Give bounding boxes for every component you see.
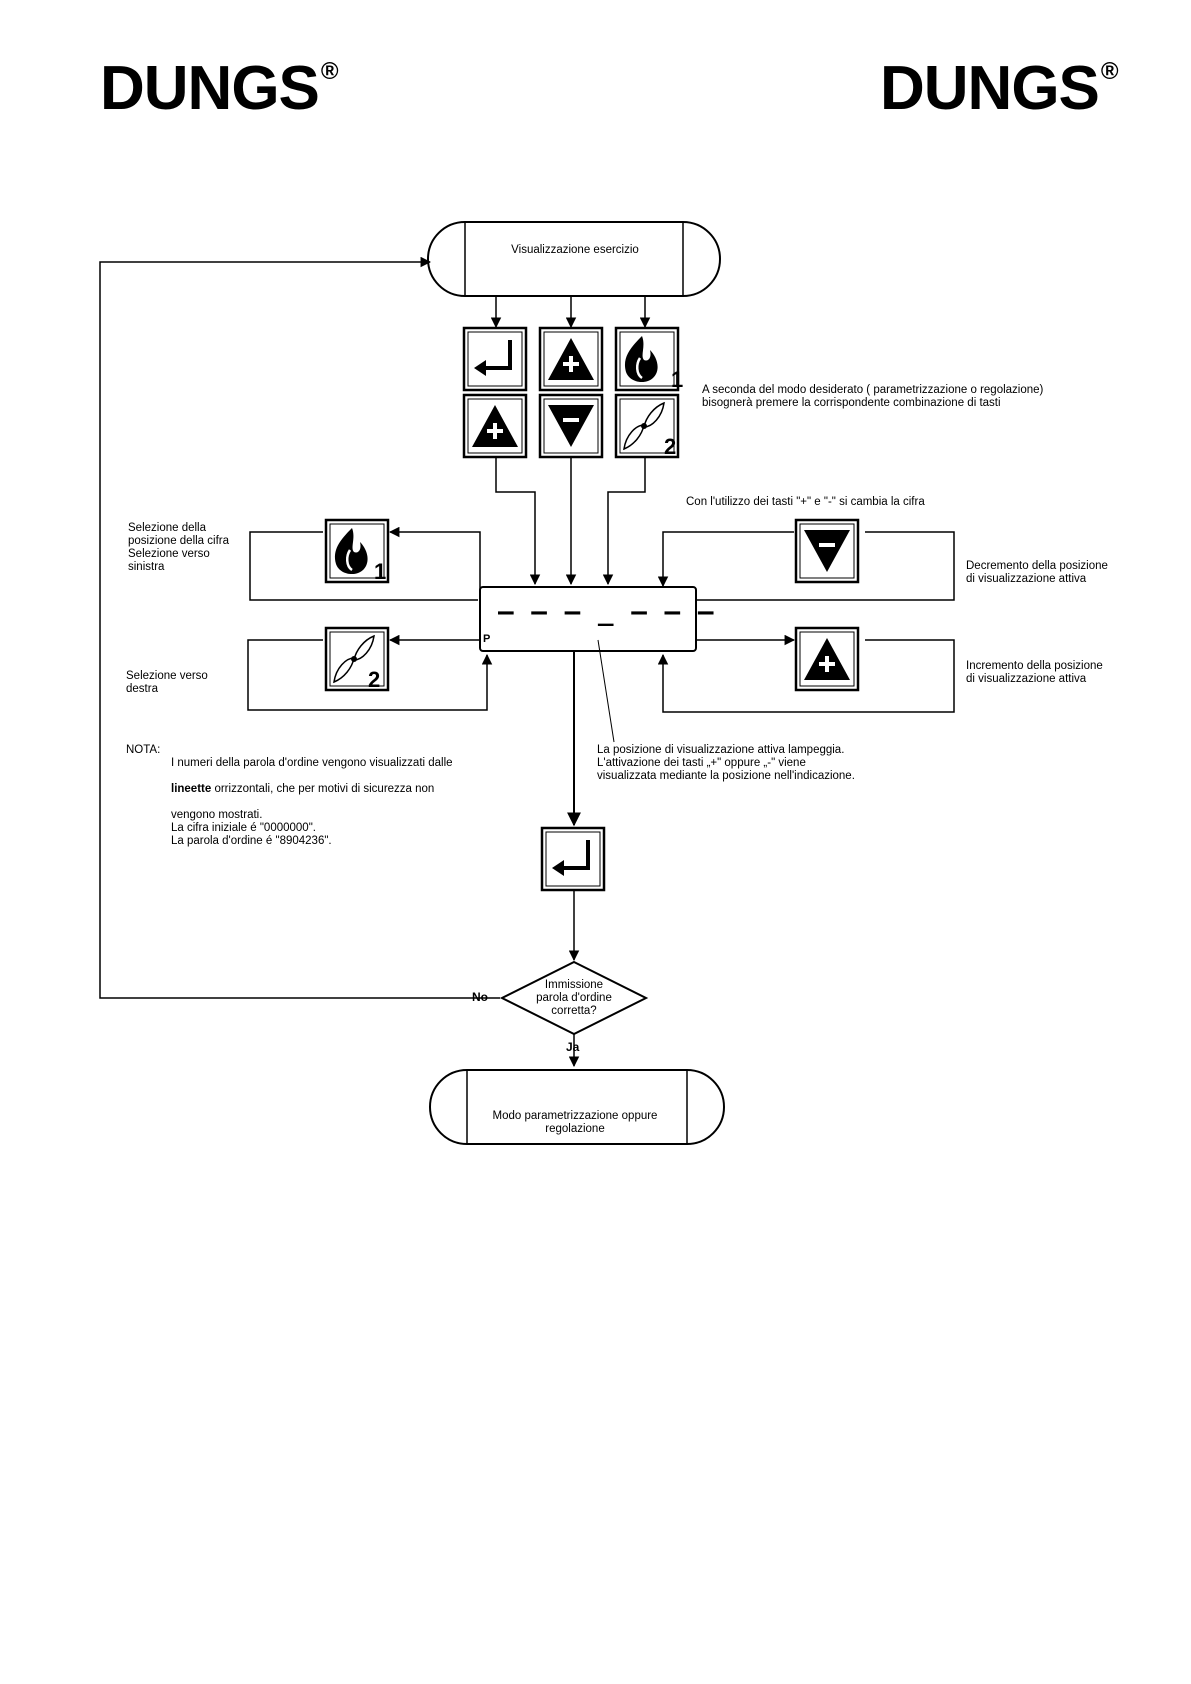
end-terminator [429,1069,725,1145]
display-p-indicator: P [483,633,491,645]
plus-key-icon [538,326,604,392]
plus-key-icon [794,626,860,692]
minus-key-icon [538,393,604,459]
nota-text: I numeri della parola d'ordine vengono v… [171,744,491,861]
select-right-note: Selezione verso destra [126,670,208,695]
minus-key-icon [794,518,860,584]
nota-bold-word: lineette [171,783,212,795]
display-digits: – – – _ – – – [498,597,715,627]
key-digit-label: 1 [374,559,387,584]
flame-key-icon [324,518,390,584]
enter-key-icon [540,826,606,892]
plus-key-icon [462,393,528,459]
yes-label: Ja [566,1040,580,1054]
nota-line: lineette orrizzontali, che per motivi di… [171,783,435,795]
nota-line: I numeri della parola d'ordine vengono v… [171,757,453,769]
select-left-note: Selezione della posizione della cifra Se… [128,522,230,573]
end-label: Modo parametrizzazione oppure regolazion… [492,1110,658,1135]
combination-note: A seconda del modo desiderato ( parametr… [702,384,1044,409]
dungs-logo-left: DUNGS® [100,54,339,123]
nota-label: NOTA: [126,744,161,756]
key-digit-label: 2 [664,434,677,459]
no-label: No [472,990,488,1004]
enter-key-icon [462,326,528,392]
display-box [479,586,697,652]
nota-line: vengono mostrati. La cifra iniziale é "0… [171,809,332,847]
decision-label: Immissione parola d'ordine corretta? [536,979,612,1017]
change-digit-note: Con l'utilizzo dei tasti "+" e "-" si ca… [686,496,925,508]
fan-key-icon [324,626,390,692]
flame-key-icon [614,326,680,392]
key-digit-label: 2 [368,667,381,692]
dungs-logo-right: DUNGS® [880,54,1119,123]
decrement-note: Decremento della posizione di visualizza… [966,560,1108,585]
fan-key-icon [614,393,680,459]
start-label: Visualizzazione esercizio [511,244,639,256]
start-terminator [427,221,721,297]
blinking-note: La posizione di visualizzazione attiva l… [597,744,855,782]
key-digit-label: 1 [671,367,684,392]
increment-note: Incremento della posizione di visualizza… [966,660,1103,685]
